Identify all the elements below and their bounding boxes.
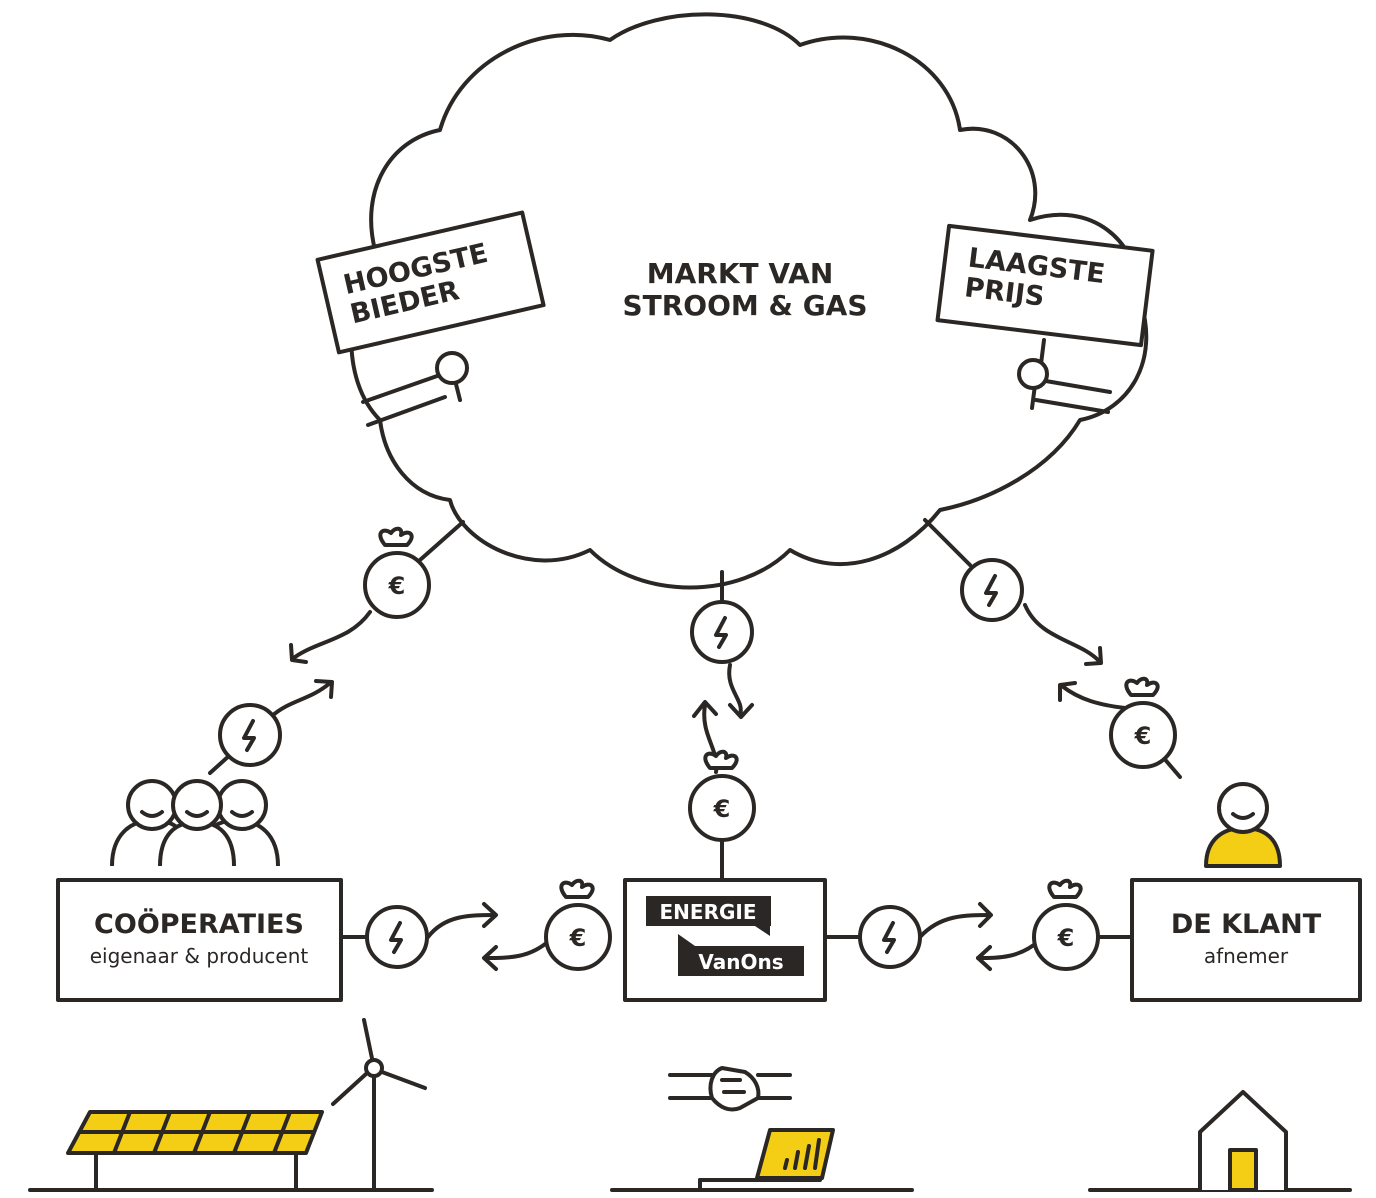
klant-title: DE KLANT — [1171, 909, 1322, 940]
svg-text:€: € — [1134, 722, 1152, 750]
cooperaties-title: COÖPERATIES — [94, 907, 304, 940]
solar-panel-icon — [66, 1110, 324, 1192]
handshake-icon — [668, 1066, 792, 1112]
person-icon — [1204, 782, 1282, 868]
klant-subtitle: afnemer — [1204, 944, 1289, 968]
klant-box: DE KLANT afnemer — [1130, 878, 1362, 1002]
market-title-line1: MARKT VAN — [647, 257, 834, 290]
money-bag-euro-icon: € — [688, 749, 756, 842]
cloud-shape — [349, 12, 1149, 590]
svg-text:€: € — [713, 795, 731, 823]
lightning-coin-icon — [365, 905, 429, 969]
svg-text:€: € — [1057, 924, 1075, 952]
cooperaties-subtitle: eigenaar & producent — [90, 944, 309, 968]
logo-top-text: ENERGIE — [660, 900, 757, 924]
market-cloud: MARKT VAN STROOM & GAS HOOGSTE BIEDER LA… — [315, 12, 1155, 590]
money-bag-euro-icon: € — [1109, 676, 1177, 769]
lightning-coin-icon — [858, 905, 922, 969]
house-icon — [1198, 1090, 1288, 1192]
lightning-coin-icon — [960, 558, 1024, 622]
energie-vanons-box: ENERGIE VanOns — [623, 878, 827, 1002]
cooperaties-box: COÖPERATIES eigenaar & producent — [56, 878, 343, 1002]
laptop-chart-icon — [698, 1128, 835, 1192]
wind-turbine-icon — [331, 1018, 427, 1192]
svg-text:€: € — [569, 924, 587, 952]
market-title-line2: STROOM & GAS — [622, 289, 867, 322]
lowest-price-sign: LAAGSTE PRIJS — [935, 223, 1155, 414]
lightning-coin-icon — [690, 600, 754, 664]
svg-text:€: € — [388, 572, 406, 600]
people-icon — [110, 779, 280, 867]
logo-bottom-text: VanOns — [698, 950, 783, 974]
money-bag-euro-icon: € — [544, 878, 612, 971]
lightning-coin-icon — [218, 703, 282, 767]
flow-arrows — [270, 603, 1127, 971]
highest-bidder-sign: HOOGSTE BIEDER — [315, 210, 546, 427]
money-bag-euro-icon: € — [1032, 878, 1100, 971]
money-bag-euro-icon: € — [363, 526, 431, 619]
energie-vanons-logo: ENERGIE VanOns — [646, 896, 804, 976]
